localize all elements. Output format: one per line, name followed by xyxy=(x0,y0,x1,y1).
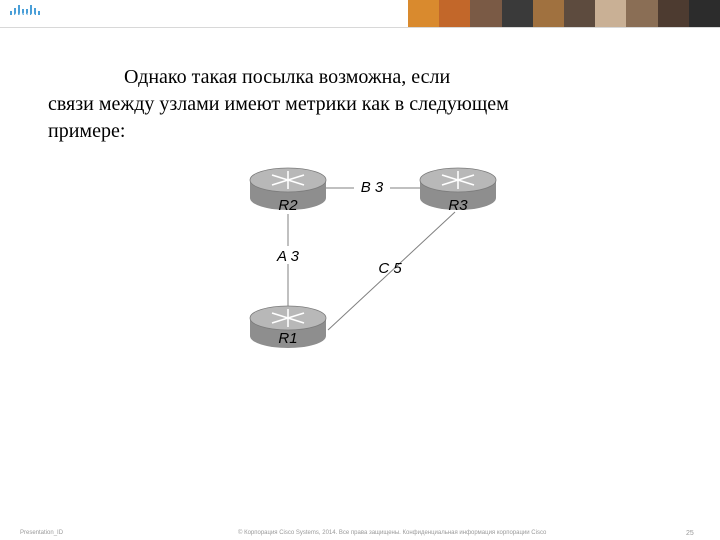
router-icon xyxy=(419,167,497,210)
logo-text: CISCO xyxy=(14,14,36,20)
link-label-a: A 3 xyxy=(276,248,300,265)
photo-strip xyxy=(408,0,720,27)
photo-people xyxy=(470,0,502,27)
slide-header: CISCO xyxy=(0,0,720,28)
router-label: R3 xyxy=(448,197,468,214)
link-label-c: C 5 xyxy=(378,260,402,277)
photo-people xyxy=(657,0,689,27)
cisco-logo: CISCO xyxy=(8,3,42,23)
router-icon xyxy=(249,167,327,210)
router-r2: R2 xyxy=(249,167,327,214)
slide-body-text: Однако такая посылка возможна, если связ… xyxy=(48,64,648,145)
page-number: 25 xyxy=(686,530,694,537)
photo-people xyxy=(408,0,440,27)
router-label: R2 xyxy=(278,197,298,214)
link-label-b: B 3 xyxy=(361,179,384,196)
photo-people xyxy=(439,0,471,27)
text-line-1: Однако такая посылка возможна, если xyxy=(124,66,451,88)
router-label: R1 xyxy=(278,330,297,347)
text-line-3: примере: xyxy=(48,120,126,142)
link-r3-r1 xyxy=(327,211,456,331)
router-r1: R1 xyxy=(249,305,327,348)
text-line-2: связи между узлами имеют метрики как в с… xyxy=(48,93,509,115)
photo-people xyxy=(501,0,533,27)
photo-people xyxy=(564,0,596,27)
photo-people xyxy=(595,0,627,27)
footer-copyright: © Корпорация Cisco Systems, 2014. Все пр… xyxy=(238,530,547,536)
router-r3: R3 xyxy=(419,167,497,214)
photo-people xyxy=(532,0,565,27)
photo-people xyxy=(626,0,658,27)
router-icon xyxy=(249,305,327,348)
cisco-bridge-icon xyxy=(10,5,40,15)
photo-people xyxy=(688,0,720,27)
footer-presentation-id: Presentation_ID xyxy=(20,530,64,536)
